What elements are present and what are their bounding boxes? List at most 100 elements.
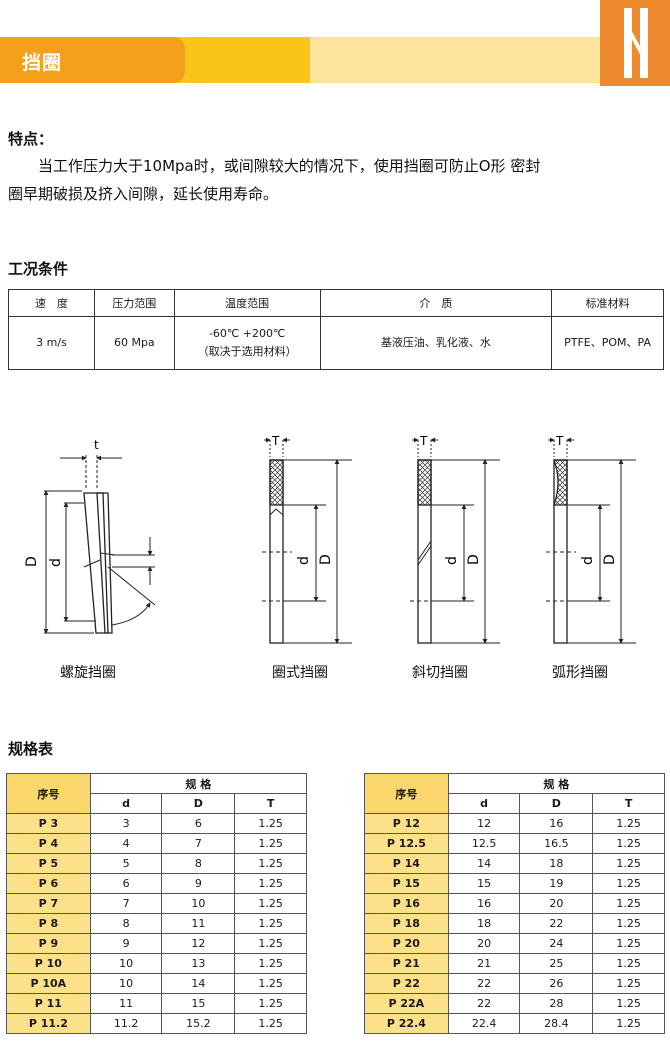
spec-T-cell: 1.25 bbox=[234, 993, 307, 1014]
spec-index-cell: P 7 bbox=[6, 893, 91, 914]
col-material: 标准材料 bbox=[551, 289, 664, 317]
spec-index-cell: P 11 bbox=[6, 993, 91, 1014]
spec-T-cell: 1.25 bbox=[234, 893, 307, 914]
spec-d-cell: 11 bbox=[89, 993, 163, 1014]
spec-D-cell: 15.2 bbox=[161, 1013, 236, 1034]
spec-right-col-T: T bbox=[592, 793, 665, 814]
spec-index-cell: P 10A bbox=[6, 973, 91, 994]
spec-D-cell: 22 bbox=[519, 913, 594, 934]
spec-T-cell: 1.25 bbox=[234, 913, 307, 934]
temperature-range: -60℃ +200℃ bbox=[208, 327, 286, 340]
spec-d-cell: 12 bbox=[447, 813, 521, 834]
spec-T-cell: 1.25 bbox=[234, 953, 307, 974]
spec-T-cell: 1.25 bbox=[234, 833, 307, 854]
spec-T-cell: 1.25 bbox=[592, 973, 665, 994]
ring-T-label: T bbox=[271, 434, 280, 448]
spec-d-cell: 3 bbox=[89, 813, 163, 834]
caption-arc-type: 弧形挡圈 bbox=[552, 665, 608, 681]
bevel-cut-diagram bbox=[410, 437, 500, 644]
spec-index-cell: P 11.2 bbox=[6, 1013, 91, 1034]
arc-D-label: D bbox=[602, 554, 618, 565]
spec-index-cell: P 3 bbox=[6, 813, 91, 834]
spec-D-cell: 26 bbox=[519, 973, 594, 994]
brand-logo bbox=[600, 0, 670, 86]
spec-index-cell: P 16 bbox=[364, 893, 449, 914]
spec-T-cell: 1.25 bbox=[592, 933, 665, 954]
spec-D-cell: 25 bbox=[519, 953, 594, 974]
col-temperature: 温度范围 bbox=[173, 289, 321, 317]
spec-left-col-T: T bbox=[234, 793, 307, 814]
spec-left-subheader-row: d D T bbox=[7, 793, 307, 814]
spec-index-cell: P 9 bbox=[6, 933, 91, 954]
spec-D-cell: 12 bbox=[161, 933, 236, 954]
ring-type-diagram bbox=[262, 437, 352, 644]
spec-index-cell: P 5 bbox=[6, 853, 91, 874]
spec-T-cell: 1.25 bbox=[592, 873, 665, 894]
spec-D-cell: 15 bbox=[161, 993, 236, 1014]
spec-d-cell: 22.4 bbox=[447, 1013, 521, 1034]
caption-spiral-ring: 螺旋挡圈 bbox=[60, 665, 116, 681]
spec-T-cell: 1.25 bbox=[234, 813, 307, 834]
temperature-value: -60℃ +200℃ （取决于选用材料） bbox=[173, 316, 321, 370]
spec-D-cell: 8 bbox=[161, 853, 236, 874]
spec-index-cell: P 6 bbox=[6, 873, 91, 894]
spec-heading: 规格表 bbox=[8, 740, 54, 758]
spec-index-cell: P 15 bbox=[364, 873, 449, 894]
spec-D-cell: 14 bbox=[161, 973, 236, 994]
spec-T-cell: 1.25 bbox=[592, 893, 665, 914]
spec-left-col-d: d bbox=[89, 793, 163, 814]
pressure-value: 60 Mpa bbox=[93, 316, 175, 370]
spec-D-cell: 13 bbox=[161, 953, 236, 974]
spec-T-cell: 1.25 bbox=[592, 813, 665, 834]
spec-index-cell: P 22A bbox=[364, 993, 449, 1014]
conditions-value-row: 3 m/s 60 Mpa -60℃ +200℃ （取决于选用材料） 基液压油、乳… bbox=[8, 316, 664, 370]
material-value: PTFE、POM、PA bbox=[551, 316, 664, 370]
bevel-D-label: D bbox=[466, 554, 482, 565]
spec-index-cell: P 14 bbox=[364, 853, 449, 874]
spec-T-cell: 1.25 bbox=[592, 1013, 665, 1034]
spec-D-cell: 28.4 bbox=[519, 1013, 594, 1034]
conditions-table: 速 度 压力范围 温度范围 介 质 标准材料 3 m/s 60 Mpa -60℃… bbox=[8, 289, 664, 370]
spec-T-cell: 1.25 bbox=[234, 1013, 307, 1034]
spec-T-cell: 1.25 bbox=[592, 913, 665, 934]
spec-T-cell: 1.25 bbox=[592, 953, 665, 974]
ring-D-label: D bbox=[318, 554, 334, 565]
header-bar-light bbox=[300, 37, 600, 83]
spiral-t-label: t bbox=[94, 438, 99, 452]
spec-d-cell: 20 bbox=[447, 933, 521, 954]
spec-right-subheader-row: d D T bbox=[365, 793, 665, 814]
spec-D-cell: 24 bbox=[519, 933, 594, 954]
spec-d-cell: 12.5 bbox=[447, 833, 521, 854]
spec-D-cell: 7 bbox=[161, 833, 236, 854]
spec-d-cell: 9 bbox=[89, 933, 163, 954]
arc-T-label: T bbox=[555, 434, 564, 448]
spiral-d-label: d bbox=[48, 558, 64, 567]
spec-D-cell: 10 bbox=[161, 893, 236, 914]
spec-D-cell: 9 bbox=[161, 873, 236, 894]
spec-D-cell: 16 bbox=[519, 813, 594, 834]
arc-type-diagram bbox=[546, 437, 636, 644]
spec-D-cell: 19 bbox=[519, 873, 594, 894]
spec-d-cell: 10 bbox=[89, 973, 163, 994]
header-bar-mid bbox=[170, 37, 310, 83]
spec-left-col-index: 序号 bbox=[6, 773, 91, 814]
spec-index-cell: P 20 bbox=[364, 933, 449, 954]
spiral-ring-diagram bbox=[43, 455, 156, 634]
spec-index-cell: P 8 bbox=[6, 913, 91, 934]
spec-index-cell: P 18 bbox=[364, 913, 449, 934]
spec-index-cell: P 22 bbox=[364, 973, 449, 994]
col-speed: 速 度 bbox=[8, 289, 95, 317]
bevel-d-label: d bbox=[444, 556, 460, 565]
spec-index-cell: P 12.5 bbox=[364, 833, 449, 854]
caption-ring-type: 圈式挡圈 bbox=[272, 665, 328, 681]
